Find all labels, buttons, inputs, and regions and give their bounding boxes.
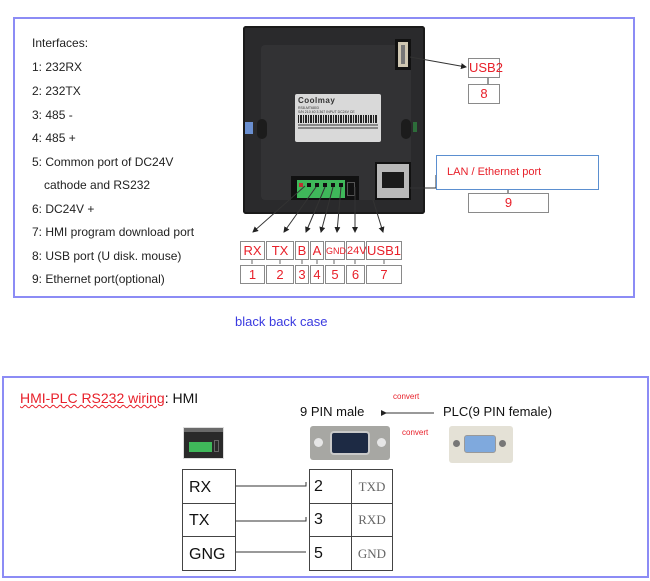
lan-number: 9 [468,193,549,213]
wiring-title: HMI-PLC RS232 wiring: HMI [20,390,198,406]
pin-number-1: 1 [240,265,265,284]
pin-number-3: 3 [295,265,309,284]
arrow-tx [283,186,317,233]
db9-signal-rxd: RXD [351,503,393,537]
wiring-title-red: HMI-PLC RS232 wiring [20,390,165,406]
lan-label-box: LAN / Ethernet port [436,155,599,190]
interface-item: 7: HMI program download port [32,225,195,239]
wiring-lines [236,410,434,553]
interface-item: 6: DC24V + [32,202,95,216]
wire-rx [236,482,307,487]
hmi-terminal-image [183,427,224,459]
pin-arrows [251,56,509,264]
hmi-cell-tx: TX [182,503,236,537]
wire-tx [236,517,307,522]
hmi-cell-gng: GNG [182,536,236,571]
back-case-frame [13,17,635,298]
interface-item: cathode and RS232 [44,178,151,192]
db9-male-image [310,426,390,460]
pin-number-4: 4 [310,265,324,284]
interface-item: 1: 232RX [32,60,83,74]
db9-signal-txd: TXD [351,469,393,504]
plc-connector-label: PLC(9 PIN female) [443,404,553,419]
pin-number-5: 5 [325,265,345,284]
pin-label-tx: TX [266,241,294,260]
case-caption: black back case [235,314,328,329]
interface-item: 9: Ethernet port(optional) [32,272,165,286]
arrow-gnd [334,186,342,233]
pin-number-2: 2 [266,265,294,284]
pin-label-usb1: USB1 [366,241,402,260]
arrow-a [319,186,334,233]
pin-number-6: 6 [346,265,365,284]
product-label: Coolmay RS8-MT6803 S/N 210 40 3 367 INPU… [295,94,381,142]
interface-item: 5: Common port of DC24V [32,155,174,169]
lan-label: LAN / Ethernet port [447,166,542,178]
pin-label-gnd: GND [325,241,346,260]
db9-signal-gnd: GND [351,536,393,571]
arrow-rx [252,185,306,233]
hmi-cell-rx: RX [182,469,236,504]
arrow-usb2 [409,56,467,70]
pin-label-24v: 24V [346,241,367,260]
interface-item: 8: USB port (U disk. mouse) [32,249,182,263]
db9-pin-3: 3 [309,503,352,537]
usb2-label: USB2 [468,58,503,78]
convert-bottom-label: convert [402,428,429,437]
pin-label-rx: RX [240,241,265,260]
interface-item: 2: 232TX [32,84,81,98]
arrow-usb1 [368,186,385,233]
serial-text: S/N 210 40 3 367 INPUT DC24V CE [298,110,355,114]
male-connector-label: 9 PIN male [300,404,365,419]
interface-item: 3: 485 - [32,108,73,122]
db9-pin-5: 5 [309,536,352,571]
usb-port-image [395,39,411,70]
convert-top-label: convert [393,392,420,401]
interface-item: 4: 485 + [32,131,76,145]
ethernet-port-image [375,162,411,200]
db9-pin-2: 2 [309,469,352,504]
pin-number-7: 7 [366,265,402,284]
pin-label-a: A [310,241,324,260]
pin-label-b: B [295,241,309,260]
arrow-b [305,186,326,233]
usb2-number: 8 [468,84,500,104]
hmi-back-case-image: Coolmay RS8-MT6803 S/N 210 40 3 367 INPU… [243,26,425,214]
brand-text: Coolmay [298,96,336,105]
wiring-frame [2,376,649,578]
terminal-block-image [291,176,359,200]
db9-female-image [449,426,513,463]
wiring-title-black: : HMI [164,390,199,406]
model-text: RS8-MT6803 [298,106,319,110]
interfaces-heading: Interfaces: [32,36,89,50]
